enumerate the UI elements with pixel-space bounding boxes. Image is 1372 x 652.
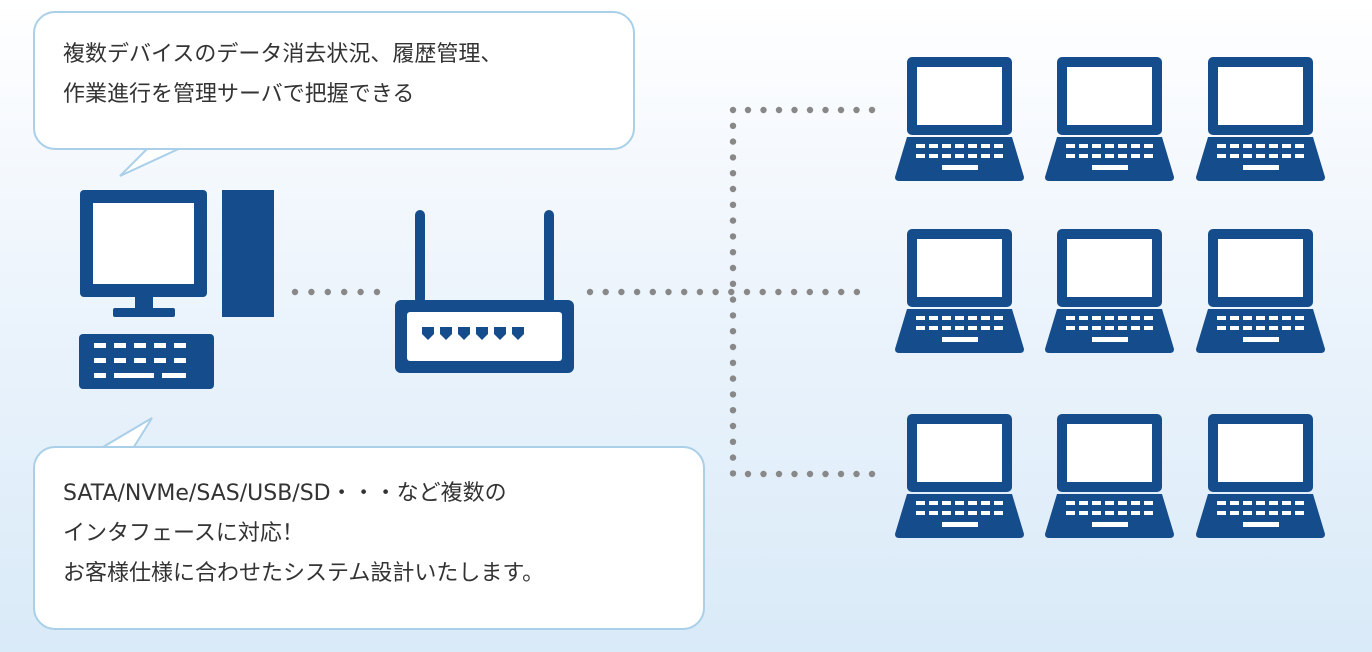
top-bubble-tail [119,145,186,177]
client-laptops [895,57,1325,538]
management-callout: 複数デバイスのデータ消去状況、履歴管理、 作業進行を管理サーバで把握できる [33,11,635,150]
connector-dot [373,288,381,296]
connector-dot [729,233,737,240]
connector-dot [729,264,737,272]
connector-dot [665,288,672,296]
connector-dot [618,288,625,296]
connector-dot [586,288,594,296]
connector-dot [729,154,737,161]
connector-dot [291,288,299,296]
connector-dot [729,122,737,129]
laptop-icon [1196,229,1325,353]
laptop-icon [1045,414,1174,538]
connector-dot [729,407,737,414]
connector-dot [837,106,845,114]
connector-dot [308,288,315,296]
connector-dot [729,328,737,335]
laptop-icon [1045,229,1174,353]
connector-dot [744,470,752,478]
connector-dot [729,170,737,177]
connector-dot [602,288,609,296]
connector-dot [357,288,364,296]
connector-dot [728,288,735,296]
connector-dot [341,288,348,296]
connector-dot [324,288,331,296]
connector-dot [729,280,737,287]
connector-dot [729,343,737,351]
connector-dot [729,391,737,398]
connector-dot [729,201,737,208]
laptop-icon [1045,57,1174,181]
callout-line: 複数デバイスのデータ消去状況、履歴管理、 [63,42,503,67]
connector-dot [822,470,829,478]
connector-dot [681,288,688,296]
connector-dot [822,106,829,114]
interface-callout: SATA/NVMe/SAS/USB/SD・・・など複数の インタフェースに対応！… [33,446,705,630]
callout-line: インタフェースに対応！ [63,521,304,546]
connector-dot [868,106,876,114]
connector-dot [790,288,798,296]
connector-dot [729,375,737,382]
network-connections [291,106,876,478]
connector-dot [760,106,767,114]
connector-dot [729,422,737,430]
connector-dot [806,470,814,478]
connector-dot [729,106,737,114]
connector-dot [744,106,752,114]
connector-dot [633,288,641,296]
connector-dot [853,106,860,114]
connector-dot [853,470,860,478]
callout-line: 作業進行を管理サーバで把握できる [63,82,415,107]
connector-dot [743,288,751,296]
callout-line: お客様仕様に合わせたシステム設計いたします。 [63,561,545,586]
connector-dot [760,470,767,478]
laptop-icon [895,229,1024,353]
connector-dot [838,288,845,296]
connector-dot [729,470,737,477]
connector-dot [775,106,783,114]
connector-dot [729,312,737,319]
connector-dot [791,106,798,114]
connector-dot [791,470,798,478]
laptop-icon [895,57,1024,181]
router-icon [395,210,574,373]
laptop-icon [1196,414,1325,538]
connector-dot [822,288,829,296]
connector-dot [775,288,782,296]
connector-dot [775,470,783,478]
connector-dot [729,296,737,303]
connector-dot [712,288,719,296]
laptop-icon [1196,57,1325,181]
connector-dot [837,470,845,478]
connector-dot [649,288,656,296]
connector-dot [729,185,737,193]
connector-dot [696,288,704,296]
connector-dot [729,454,737,461]
callout-line: SATA/NVMe/SAS/USB/SD・・・など複数の [63,481,507,506]
connector-dot [729,217,737,224]
connector-dot [868,470,876,478]
desktop-pc-icon [79,190,274,389]
connector-dot [729,438,737,445]
connector-dot [806,288,813,296]
connector-dot [729,249,737,256]
connector-dot [853,288,861,296]
connector-dot [729,138,737,145]
connector-dot [759,288,766,296]
laptop-icon [895,414,1024,538]
connector-dot [729,359,737,366]
connector-dot [806,106,814,114]
